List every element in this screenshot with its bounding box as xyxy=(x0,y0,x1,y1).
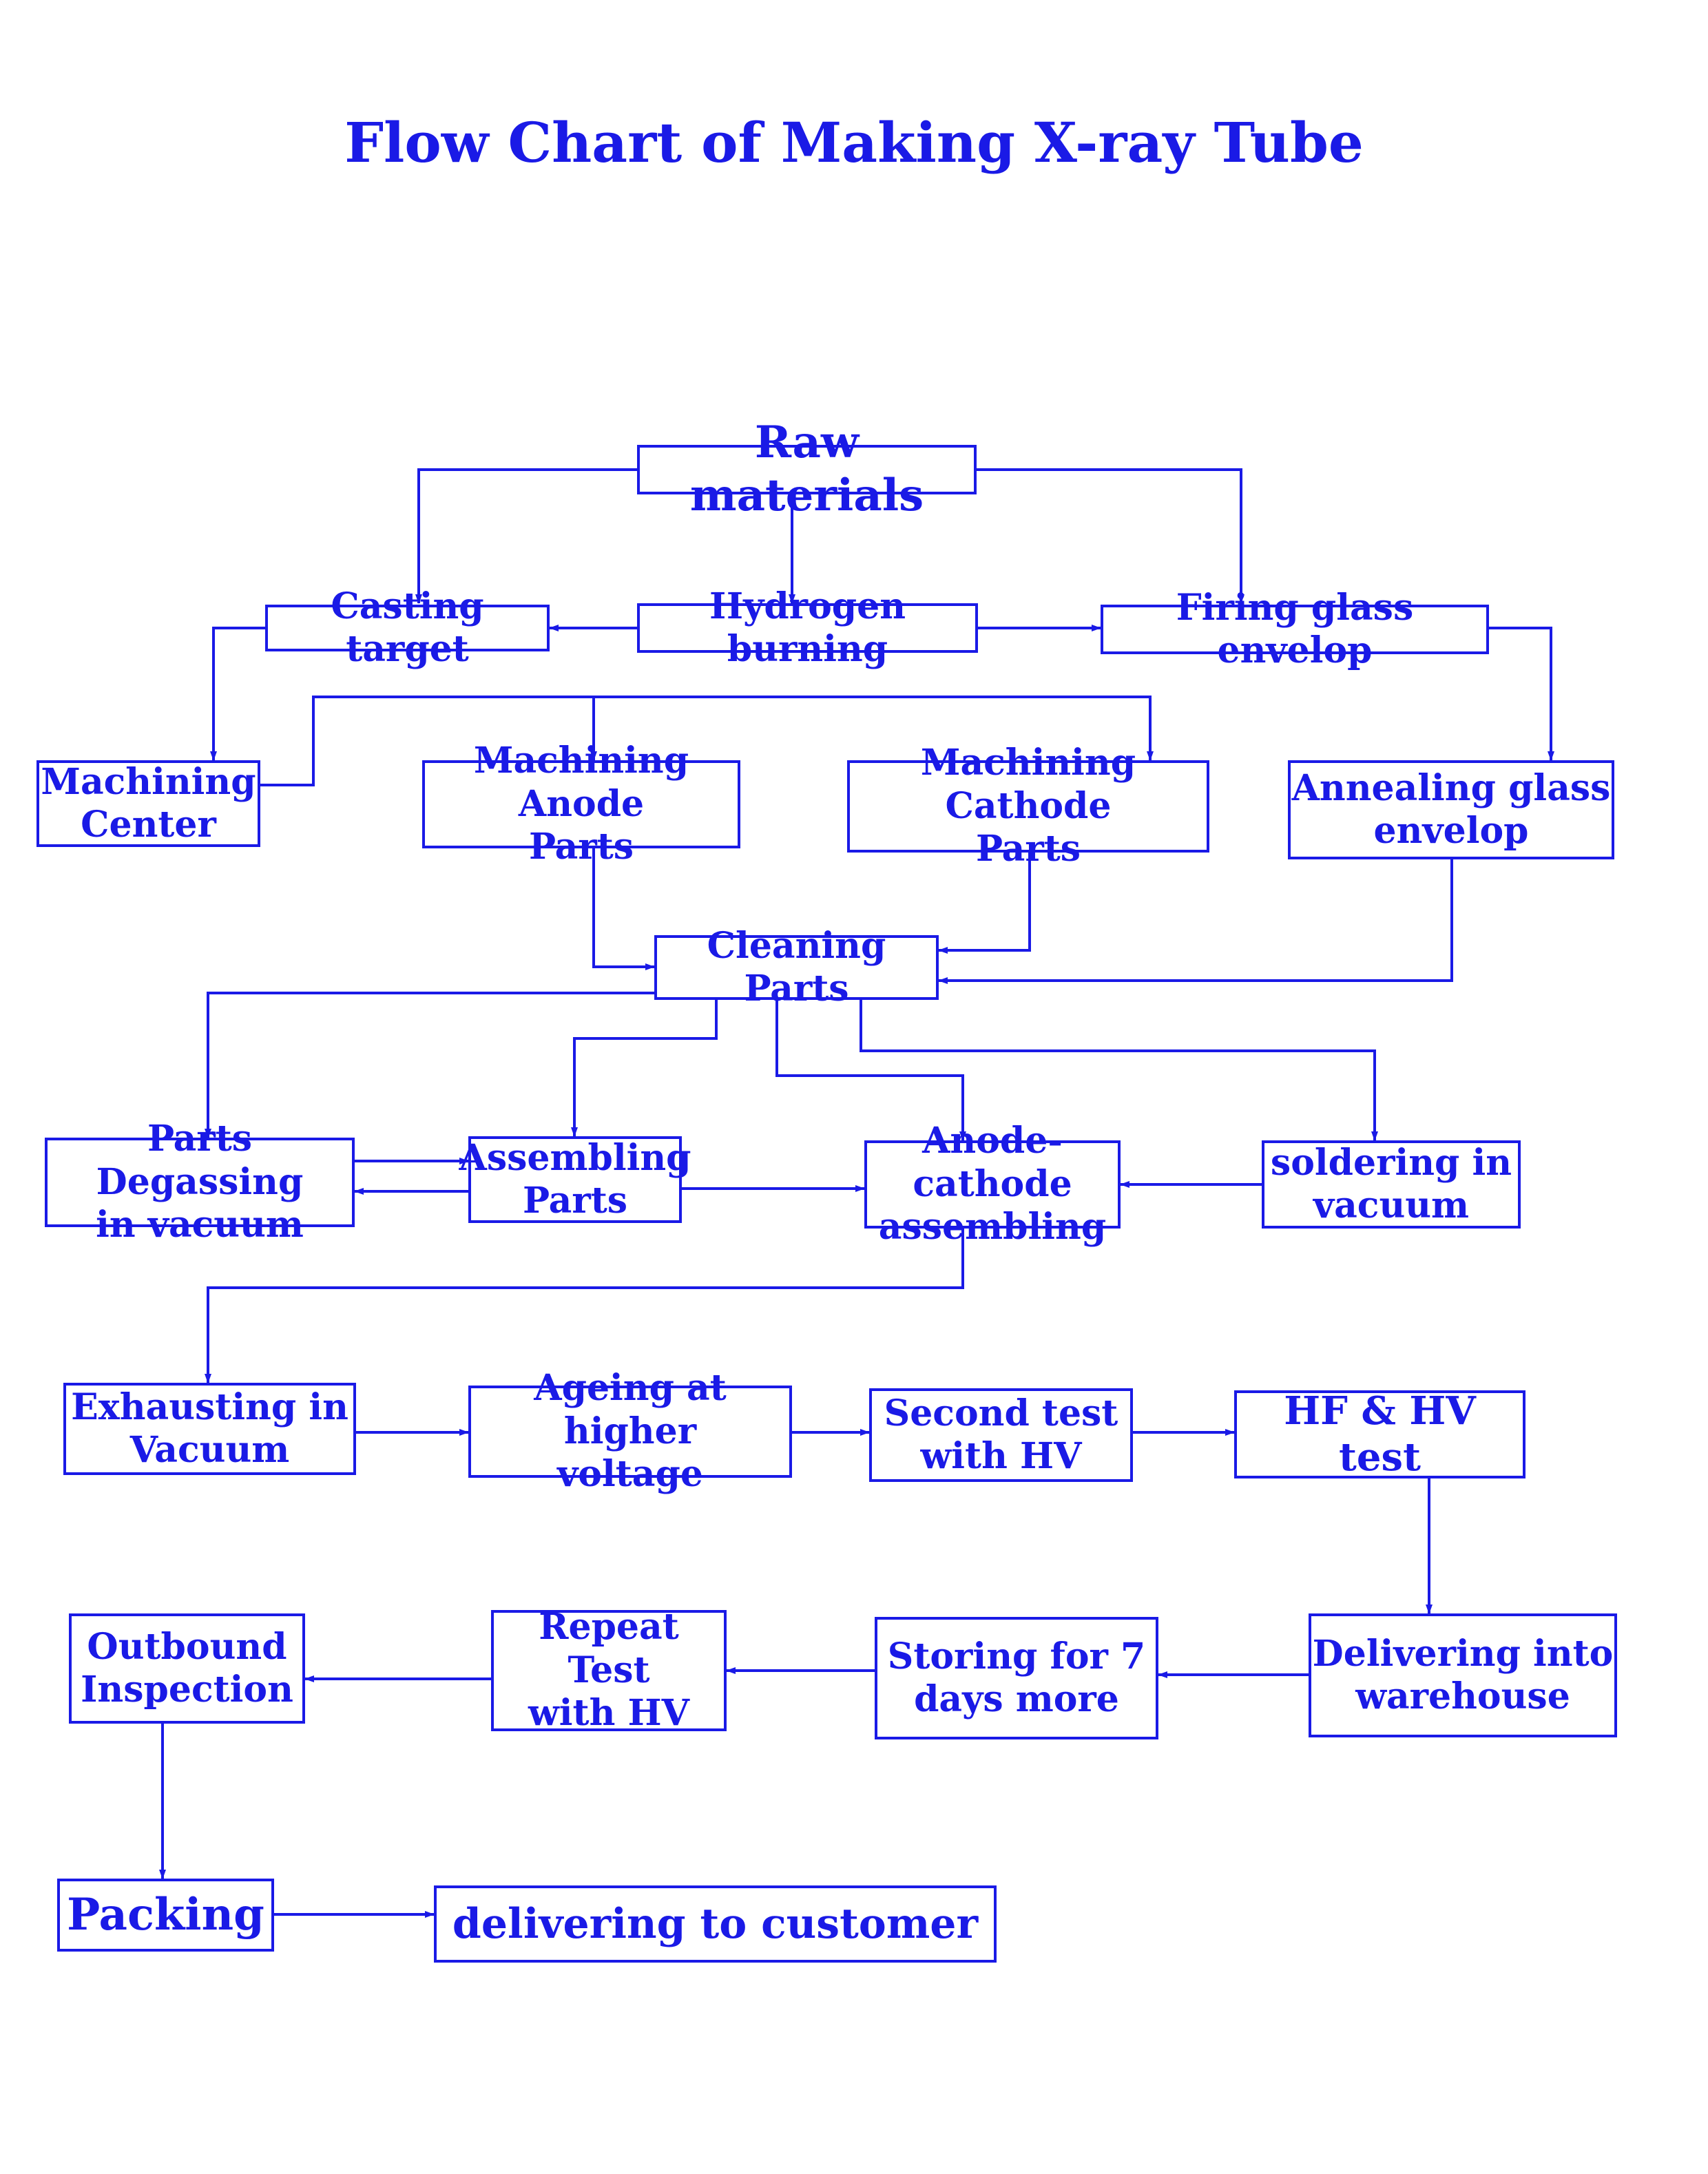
ageing-higher-voltage-box: Ageing at higher voltage xyxy=(468,1367,792,1495)
storing-7-days-box: Storing for 7 days more xyxy=(875,1617,1158,1739)
packing-box: Packing xyxy=(57,1879,274,1952)
machining-anode-parts-box: Machining Anode Parts xyxy=(422,740,740,868)
hydrogen-burning-box: Hydrogen burning xyxy=(637,585,978,670)
firing-glass-envelop-box: Firing glass envelop xyxy=(1101,587,1489,671)
repeat-test-hv-box: Repeat Test with HV xyxy=(491,1606,727,1734)
cleaning-parts-box: Cleaning Parts xyxy=(654,925,939,1010)
arrow-anode-to-cleaning xyxy=(592,848,655,970)
arrow-raw-to-firing xyxy=(977,468,1244,604)
raw-materials-box: Raw materials xyxy=(637,417,977,521)
anode-cathode-assembling-box: Anode-cathode assembling xyxy=(864,1120,1121,1248)
arrow-cleaning-to-degassing xyxy=(205,992,654,1138)
annealing-glass-envelop-box: Annealing glass envelop xyxy=(1288,760,1614,859)
arrow-cleaning-to-anode-cathode xyxy=(775,1000,966,1141)
arrow-cathode-to-cleaning xyxy=(938,853,1031,954)
arrow-anode-cathode-to-exhausting xyxy=(205,1229,964,1383)
page-title: Flow Chart of Making X-ray Tube xyxy=(344,110,1364,175)
arrow-casting-to-machining-center xyxy=(210,627,265,761)
casting-target-box: Casting target xyxy=(265,585,550,670)
machining-cathode-parts-box: Machining Cathode Parts xyxy=(847,742,1209,870)
arrow-raw-to-casting xyxy=(415,468,637,604)
outbound-inspection-box: Outbound Inspection xyxy=(69,1613,305,1724)
machining-center-box: Machining Center xyxy=(37,760,260,847)
delivering-to-customer-box: delivering to customer xyxy=(434,1885,997,1963)
delivering-into-warehouse-box: Delivering into warehouse xyxy=(1309,1613,1617,1737)
arrow-cleaning-to-soldering xyxy=(860,1000,1378,1141)
second-test-hv-box: Second test with HV xyxy=(869,1388,1133,1482)
exhausting-in-vacuum-box: Exhausting in Vacuum xyxy=(63,1383,356,1475)
arrow-machining-center-to-cathode xyxy=(594,696,1154,761)
assembling-parts-box: Assembling Parts xyxy=(459,1136,691,1223)
arrow-cleaning-to-assembling xyxy=(571,1000,718,1137)
arrow-annealing-to-cleaning xyxy=(938,859,1453,984)
arrow-machining-center-to-anode xyxy=(260,696,597,786)
hf-hv-test-box: HF & HV test xyxy=(1234,1388,1525,1480)
arrow-firing-to-annealing xyxy=(1489,627,1554,761)
parts-degassing-box: Parts Degassing in vacuum xyxy=(45,1118,355,1246)
soldering-in-vacuum-box: soldering in vacuum xyxy=(1262,1140,1521,1229)
